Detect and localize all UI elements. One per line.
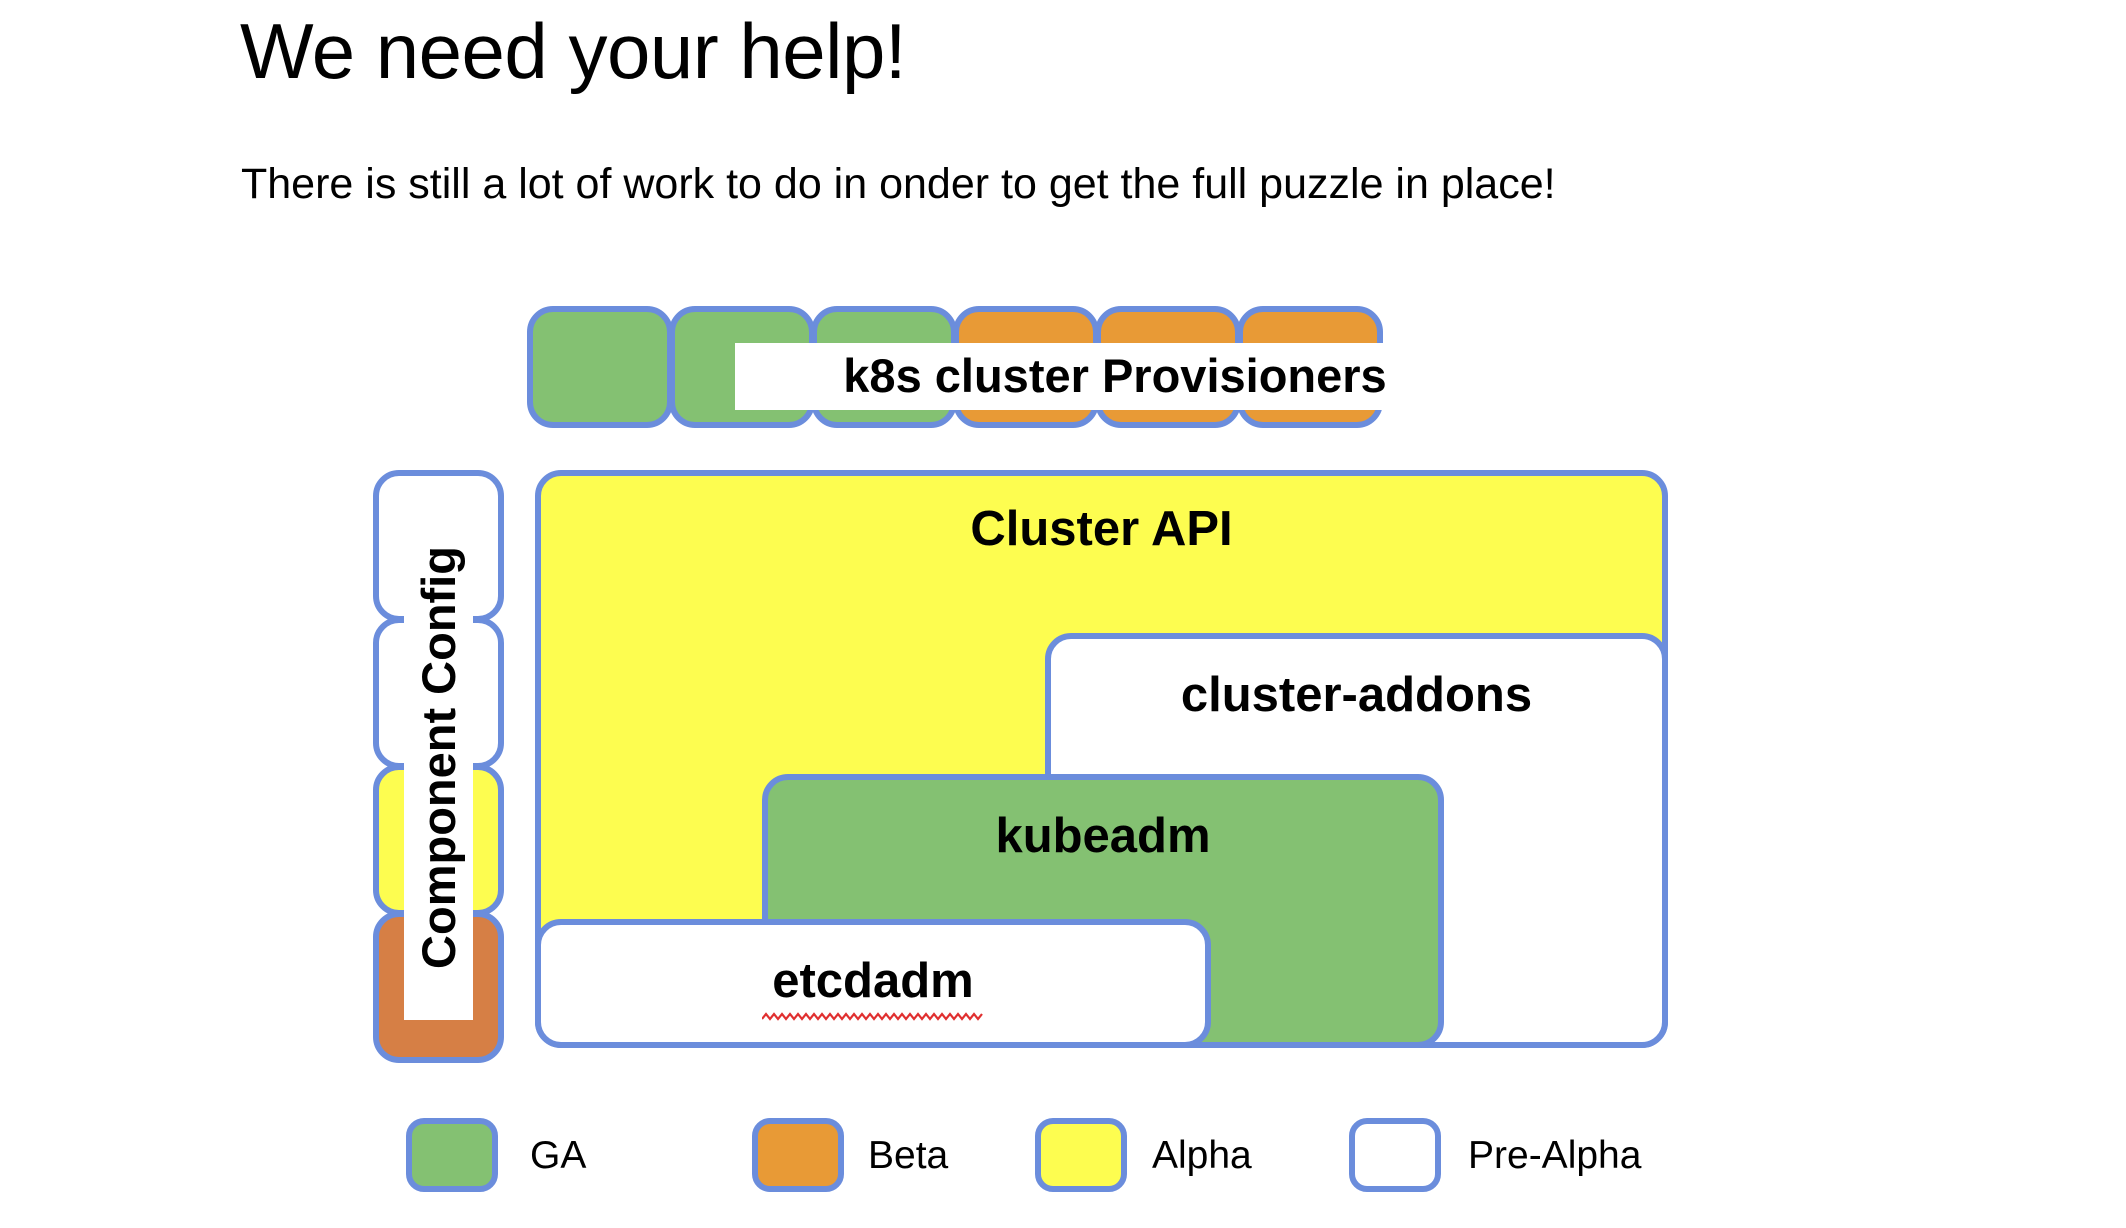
component-config-label-wrap: Component Config — [404, 494, 473, 1020]
legend-swatch-ga — [406, 1118, 498, 1192]
cluster-api-label: Cluster API — [970, 502, 1233, 556]
legend-label-beta: Beta — [868, 1134, 949, 1177]
legend-label-alpha: Alpha — [1152, 1134, 1252, 1177]
legend-swatch-beta — [752, 1118, 844, 1192]
kubeadm-label: kubeadm — [995, 809, 1211, 863]
page-title: We need your help! — [240, 7, 907, 95]
legend-swatch-prealpha — [1349, 1118, 1441, 1192]
etcdadm-box: etcdadm — [535, 919, 1211, 1048]
page-subtitle: There is still a lot of work to do in on… — [241, 160, 1556, 208]
spellcheck-squiggle-icon — [762, 1012, 983, 1021]
provisioners-label-backdrop — [735, 343, 1495, 410]
provisioners-label: k8s cluster Provisioners — [843, 349, 1387, 402]
provisioner-box-8 — [1521, 306, 1667, 428]
component-config-label-backdrop — [404, 494, 473, 1020]
cluster-addons-label: cluster-addons — [1180, 668, 1533, 722]
legend-label-prealpha: Pre-Alpha — [1468, 1134, 1642, 1177]
component-config-label: Component Config — [412, 545, 466, 969]
legend-swatch-alpha — [1035, 1118, 1127, 1192]
provisioner-box-1 — [527, 306, 673, 428]
legend-label-ga: GA — [530, 1134, 587, 1177]
etcdadm-label: etcdadm — [772, 954, 974, 1008]
